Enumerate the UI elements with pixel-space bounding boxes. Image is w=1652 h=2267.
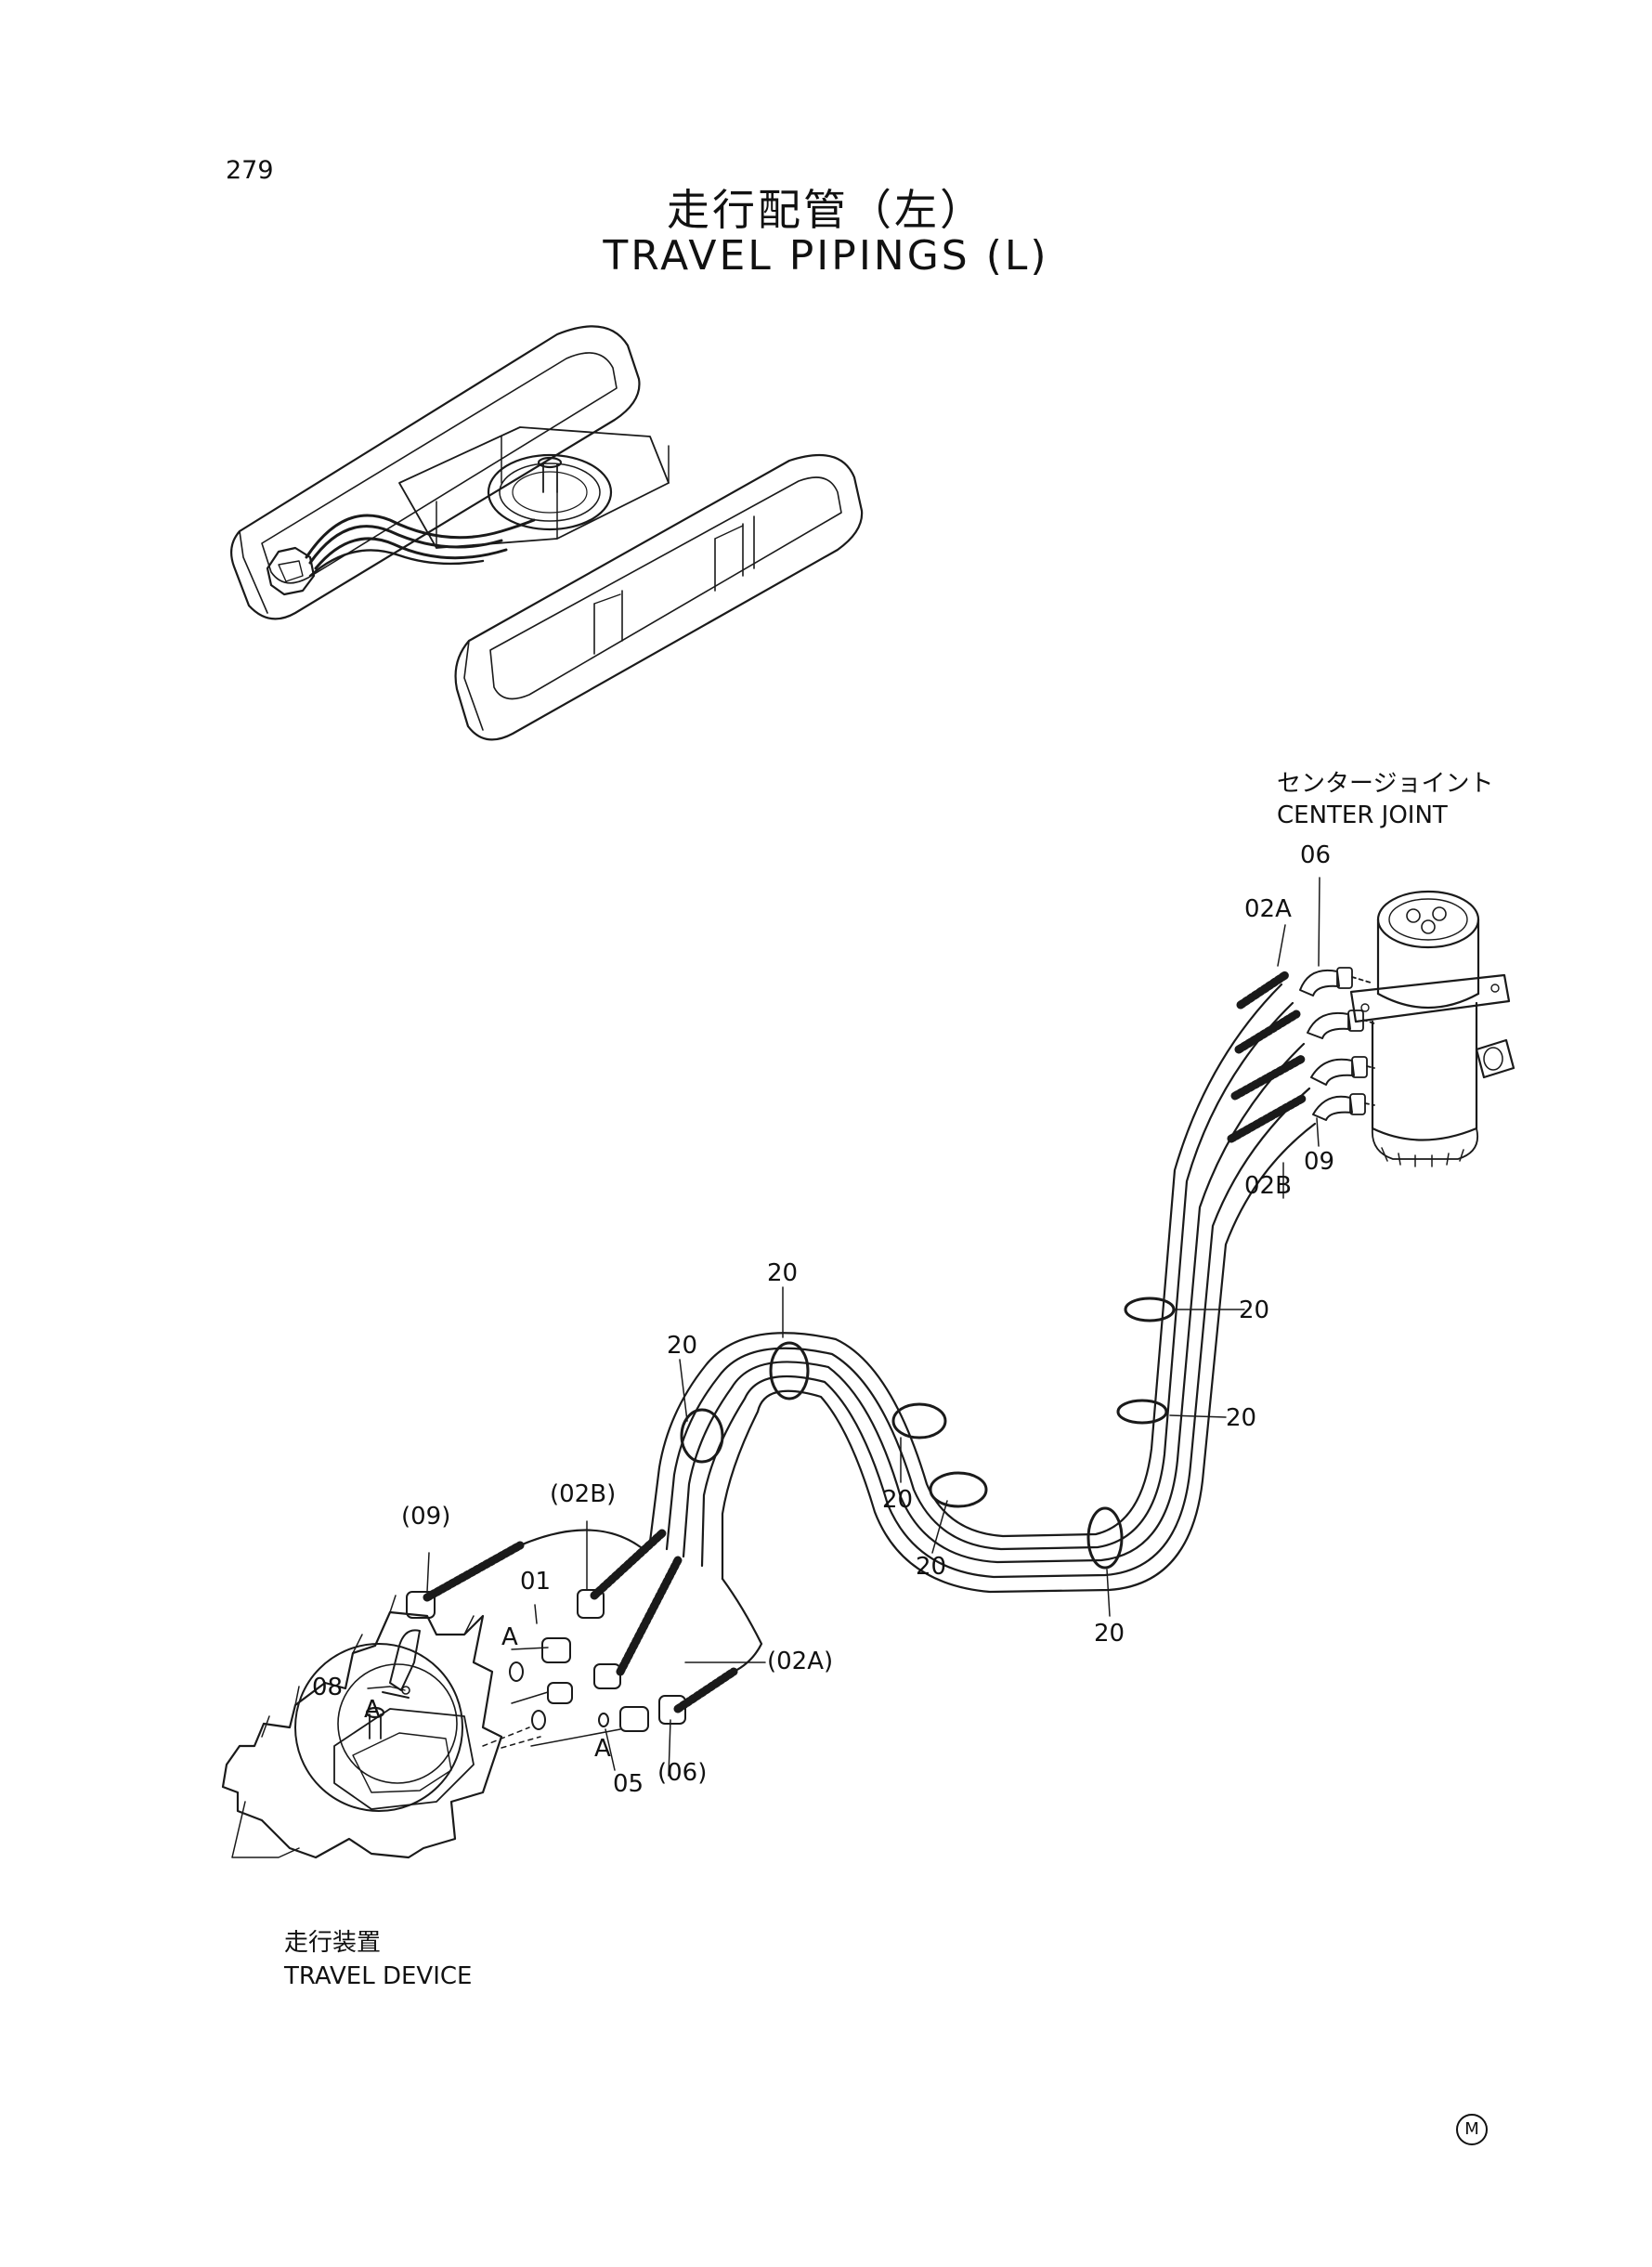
maker-mark: M (1456, 2114, 1488, 2145)
part-label-08: 08 (312, 1674, 344, 1701)
center-joint-caption-jp: センタージョイント (1277, 770, 1494, 798)
center-joint-assembly (1299, 890, 1515, 1167)
part-label-a-middle: A (364, 1696, 381, 1724)
part-label-02a: 02A (1244, 895, 1292, 923)
travel-device-assembly (221, 1595, 541, 1859)
part-label-06: 06 (1300, 841, 1332, 869)
part-label-02b-ref: (02B) (550, 1480, 617, 1508)
undercarriage-overview (229, 325, 864, 741)
leader-lines (367, 877, 1320, 1777)
part-label-20-clamp-left: 20 (667, 1332, 698, 1360)
part-label-09-ref: (09) (401, 1503, 451, 1531)
part-label-a-lower: A (594, 1735, 611, 1763)
travel-device-caption-en: TRAVEL DEVICE (284, 1962, 473, 1990)
part-label-06-ref: (06) (657, 1759, 708, 1787)
travel-device-caption-jp: 走行装置 (284, 1929, 382, 1957)
part-label-09: 09 (1304, 1148, 1335, 1176)
part-label-02a-ref: (02A) (767, 1648, 834, 1675)
part-label-20-clamp-right-upper: 20 (1239, 1296, 1270, 1324)
part-label-20-clamp-mid-upper: 20 (882, 1486, 914, 1514)
part-label-02b: 02B (1244, 1172, 1292, 1200)
part-label-20-clamp-mid-lower: 20 (916, 1553, 947, 1581)
center-joint-caption-en: CENTER JOINT (1277, 801, 1448, 829)
part-label-20-clamp-right-lower: 20 (1226, 1404, 1257, 1432)
page-number: 279 (226, 156, 274, 185)
part-label-01: 01 (520, 1568, 552, 1596)
part-label-a-upper: A (501, 1623, 518, 1651)
title-japanese: 走行配管（左） (667, 185, 985, 235)
title-english: TRAVEL PIPINGS (L) (603, 232, 1049, 280)
part-label-05: 05 (613, 1770, 644, 1798)
part-label-20-clamp-bottom: 20 (1094, 1620, 1125, 1648)
part-label-20-clamp-top: 20 (767, 1259, 799, 1287)
hose-bundle (423, 971, 1317, 1713)
